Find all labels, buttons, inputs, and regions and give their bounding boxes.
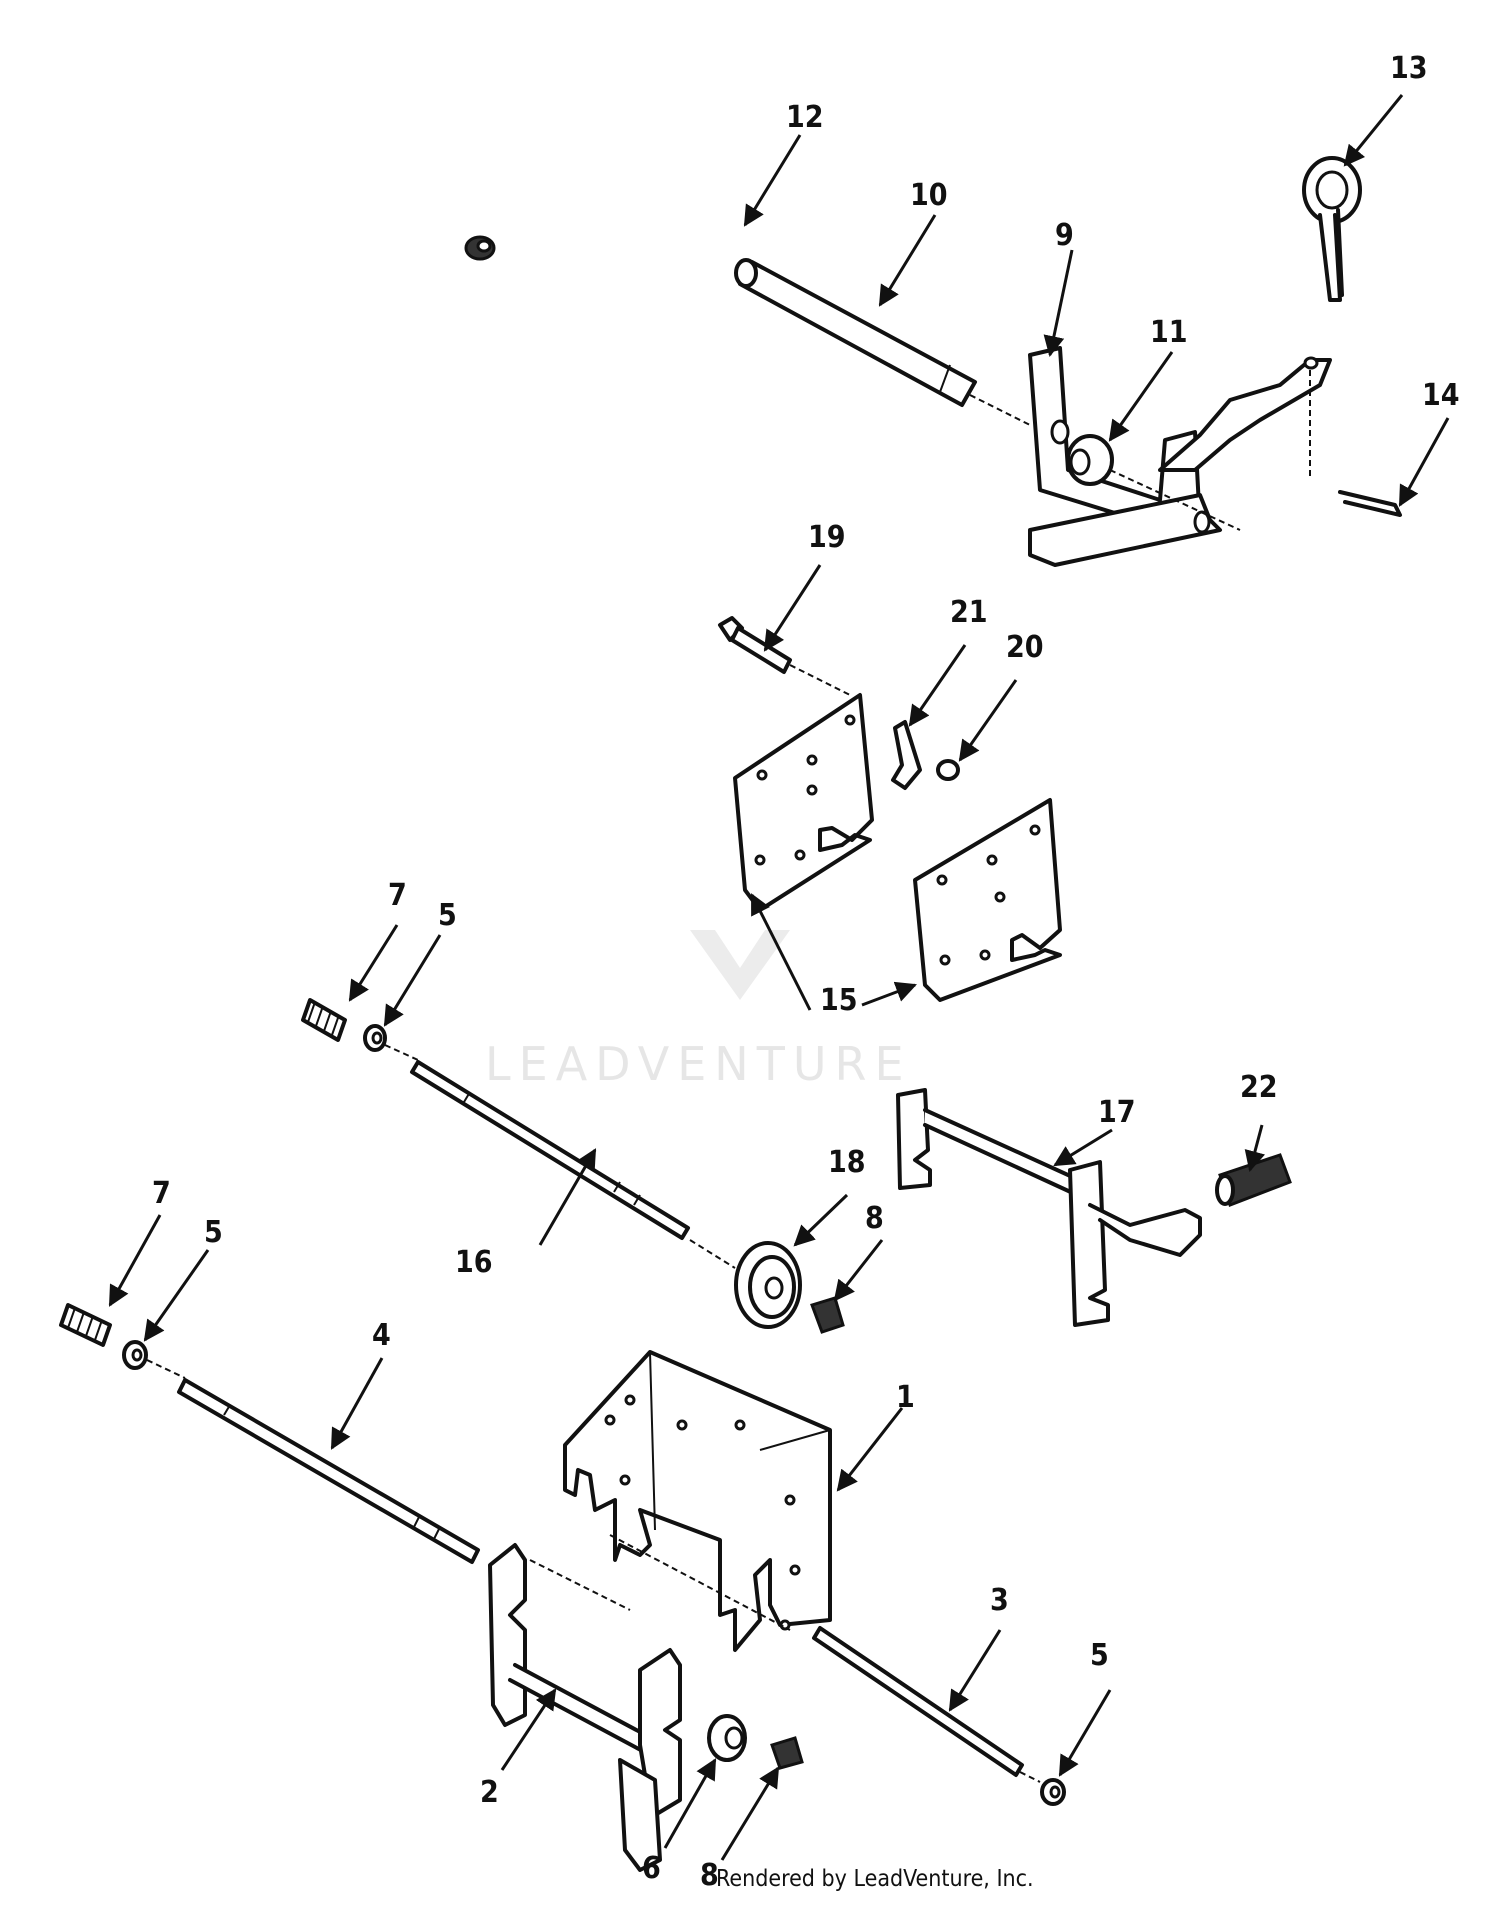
part-3-rod	[812, 1626, 1024, 1777]
callout-15: 15	[820, 983, 858, 1018]
part-1-frame	[563, 1350, 832, 1652]
watermark-text: LEADVENTURE	[485, 1037, 912, 1091]
callout-16: 16	[455, 1245, 493, 1280]
callout-17: 17	[1098, 1095, 1136, 1130]
callout-7-upper: 7	[388, 878, 407, 913]
callout-5-right: 5	[1090, 1638, 1109, 1673]
part-5-washer-upper	[363, 1024, 387, 1052]
callout-4: 4	[372, 1318, 391, 1353]
part-17-bracket	[896, 1088, 1202, 1327]
callout-19: 19	[808, 520, 846, 555]
part-5-washer-lower	[122, 1340, 148, 1370]
part-16-shaft	[410, 1060, 690, 1240]
callout-3: 3	[990, 1583, 1009, 1618]
render-credit: Rendered by LeadVenture, Inc.	[716, 1866, 1034, 1892]
watermark: LEADVENTURE	[485, 930, 912, 1091]
callout-10: 10	[910, 178, 948, 213]
part-18-pulley	[734, 1241, 802, 1329]
callout-21: 21	[950, 595, 988, 630]
callout-20: 20	[1006, 630, 1044, 665]
part-20-nut	[936, 759, 960, 781]
callout-8-upper: 8	[865, 1201, 884, 1236]
part-13-pin	[1302, 156, 1362, 302]
part-21-latch	[891, 720, 922, 790]
part-11-spacer	[1066, 434, 1114, 486]
part-15-plate-front	[733, 693, 874, 912]
callout-1: 1	[896, 1380, 915, 1415]
part-6-spacer	[707, 1714, 747, 1762]
callout-6: 6	[642, 1851, 661, 1886]
callout-8-lower: 8	[700, 1858, 719, 1893]
callout-14: 14	[1422, 378, 1460, 413]
part-7-spring-lower	[59, 1303, 112, 1347]
part-4-shaft	[177, 1378, 480, 1564]
callout-13: 13	[1390, 51, 1428, 86]
callout-11: 11	[1150, 315, 1188, 350]
part-7-spring-upper	[301, 998, 347, 1042]
callout-5-lower: 5	[204, 1215, 223, 1250]
part-2-bracket	[488, 1543, 682, 1872]
callout-22: 22	[1240, 1070, 1278, 1105]
callout-5-upper: 5	[438, 898, 457, 933]
part-8-cap-lower	[770, 1736, 804, 1770]
callout-18: 18	[828, 1145, 866, 1180]
callout-7-lower: 7	[152, 1176, 171, 1211]
part-15-plate-rear	[913, 798, 1062, 1002]
callout-12: 12	[786, 100, 824, 135]
callout-arrows	[108, 94, 1450, 1861]
callout-2: 2	[480, 1775, 499, 1810]
part-14-hairpin	[1338, 490, 1402, 517]
callout-labels: 1 2 3 4 5 5 5 6 7 7 8 8 9 10 11 12 13 14…	[152, 51, 1460, 1893]
callout-9: 9	[1055, 218, 1074, 253]
part-5-washer-right	[1040, 1778, 1066, 1806]
part-10-pin	[734, 258, 977, 407]
part-9-lever	[1028, 346, 1332, 567]
part-8-cap-upper	[810, 1296, 845, 1334]
part-12-clip	[464, 235, 496, 261]
